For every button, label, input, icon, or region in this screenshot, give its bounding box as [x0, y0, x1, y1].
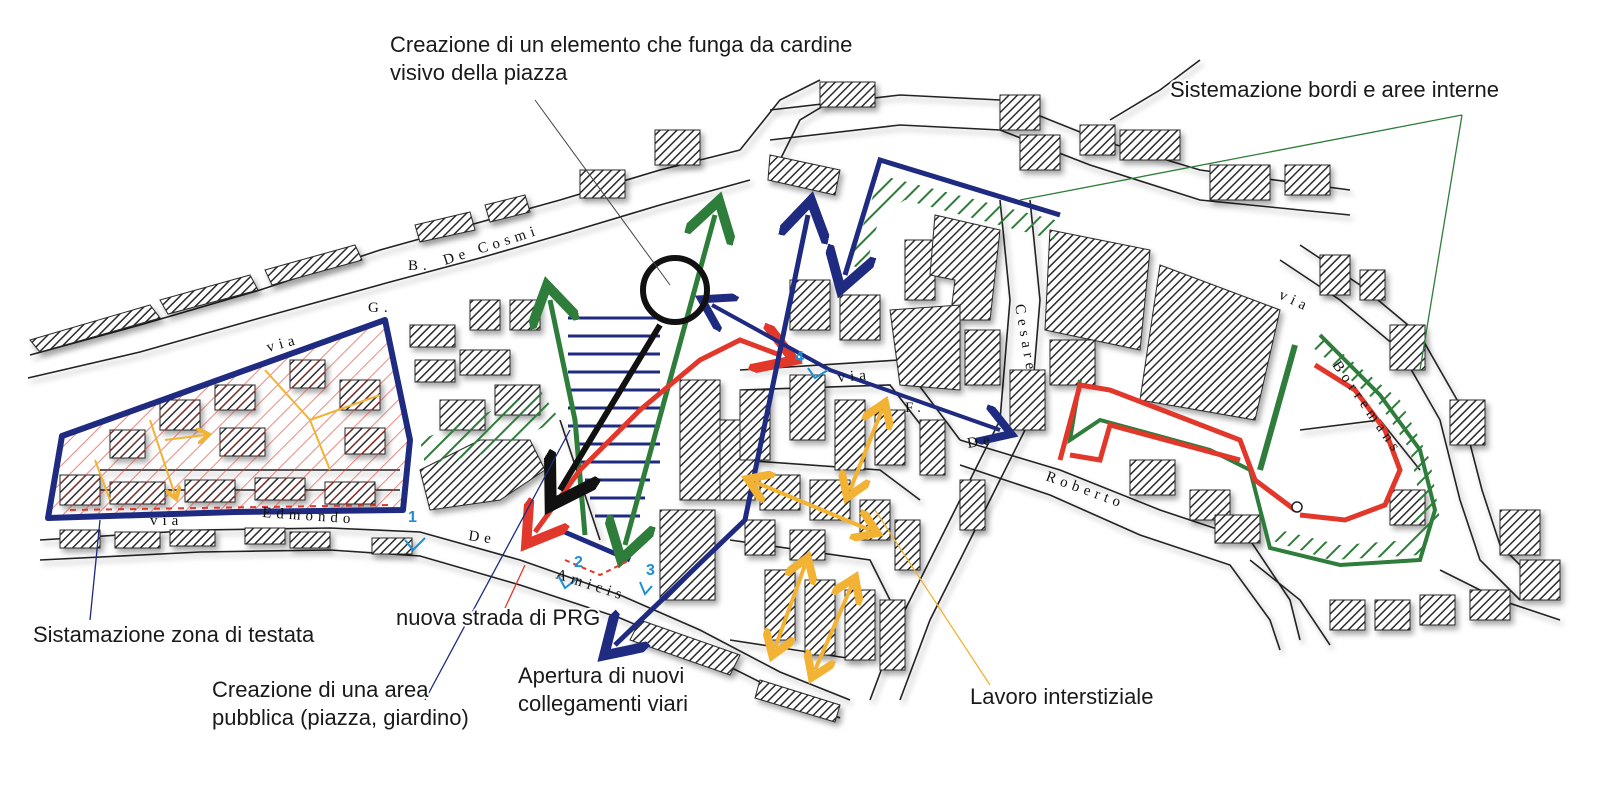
testata-zone: [45, 317, 413, 521]
street-via-bottom: via: [150, 513, 183, 529]
marker-2: 2: [574, 554, 583, 571]
view-markers: 1 2 3 4: [404, 349, 829, 596]
label-cardine-line2: visivo della piazza: [390, 60, 568, 85]
street-via-f: via: [837, 367, 872, 386]
label-cardine-line1: Creazione di un elemento che funga da ca…: [390, 32, 852, 57]
label-prg: nuova strada di PRG: [396, 605, 600, 630]
label-area-line2: pubblica (piazza, giardino): [212, 705, 469, 730]
street-b: B.: [408, 258, 432, 274]
street-cesare: Cesare: [1011, 303, 1039, 376]
label-collegamenti-line2: collegamenti viari: [518, 691, 688, 716]
annotation-labels: Creazione di un elemento che funga da ca…: [31, 30, 1501, 732]
label-interstiziale: Lavoro interstiziale: [970, 684, 1153, 709]
label-bordi: Sistemazione bordi e aree interne: [1170, 77, 1499, 102]
leader-lines: [89, 99, 1463, 701]
label-collegamenti-line1: Apertura di nuovi: [518, 663, 684, 688]
marker-1: 1: [408, 509, 417, 526]
street-f: F.: [905, 400, 926, 416]
interstiziale-arrows: [755, 410, 882, 670]
marker-4: 4: [795, 349, 804, 366]
street-via-borremans: via: [1276, 287, 1313, 316]
marker-3: 3: [646, 562, 655, 579]
cardine-element: [560, 255, 710, 490]
street-de2: De: [966, 431, 996, 452]
street-edmondo: Edmondo: [262, 505, 356, 527]
label-testata: Sistamazione zona di testata: [33, 622, 315, 647]
label-area-line1: Creazione di una area: [212, 677, 429, 702]
street-de: De: [467, 528, 496, 548]
street-g: G.: [368, 300, 393, 316]
street-roberto: Roberto: [1044, 469, 1128, 513]
cardine-circle: [640, 255, 710, 325]
